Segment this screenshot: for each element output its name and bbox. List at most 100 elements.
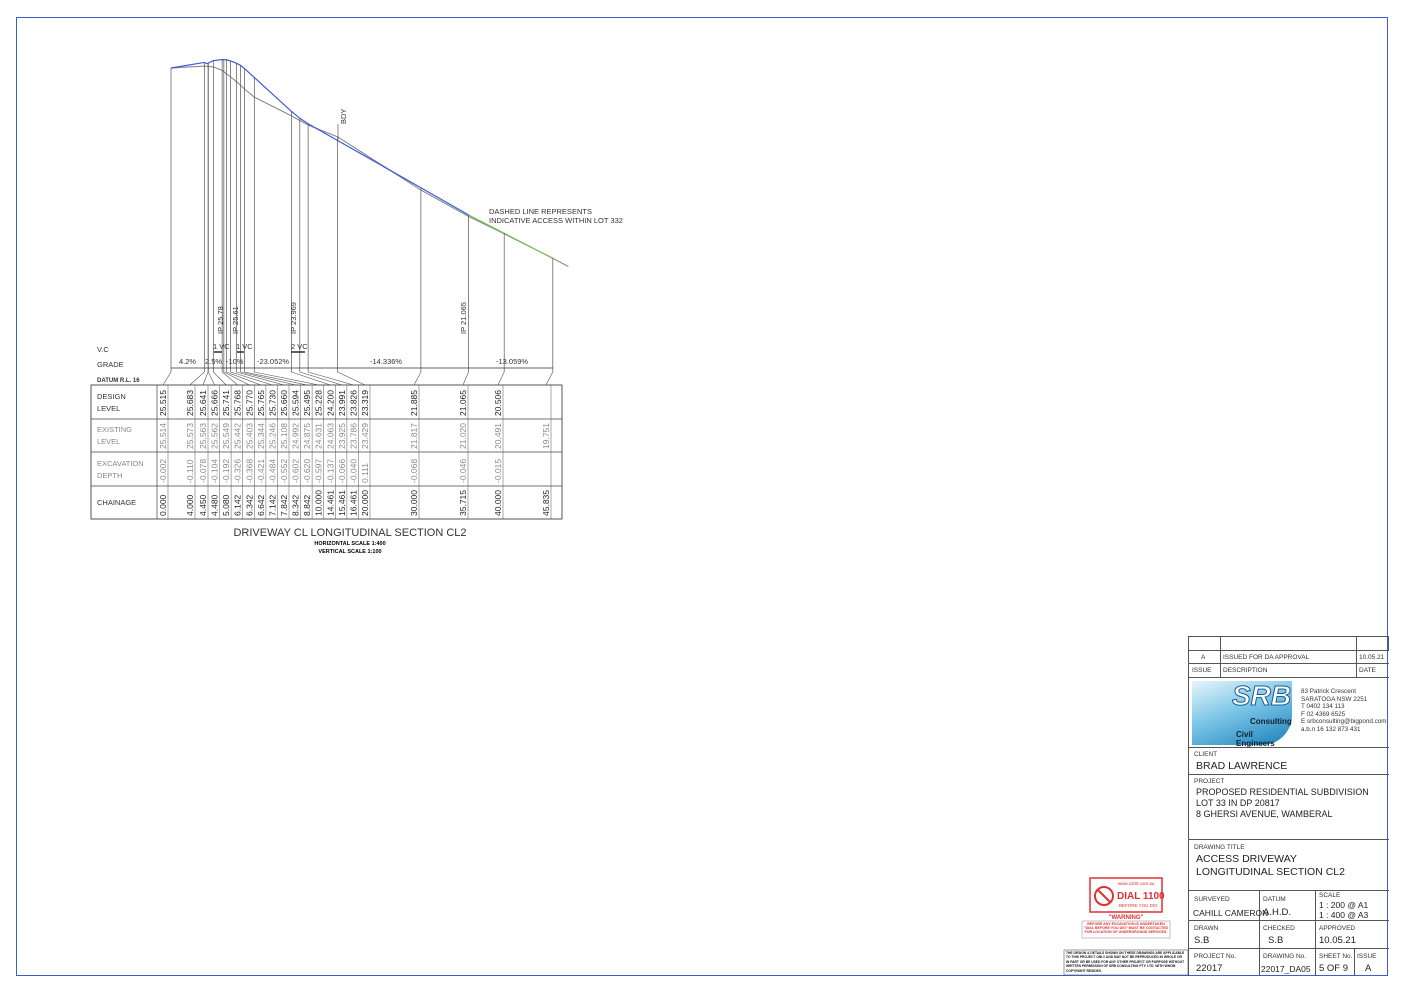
grade-label: -13.059% bbox=[496, 357, 528, 366]
drawing-title-label: DRAWING TITLE bbox=[1194, 844, 1245, 851]
project-line: PROPOSED RESIDENTIAL SUBDIVISION bbox=[1196, 787, 1369, 797]
logo-line-2: Civil Engineers bbox=[1236, 730, 1275, 748]
station-leader bbox=[189, 371, 205, 386]
no-dig-icon bbox=[1094, 886, 1114, 906]
excavation-depth-value: -0.192 bbox=[221, 459, 231, 483]
drawing-title-line: LONGITUDINAL SECTION CL2 bbox=[1196, 866, 1345, 878]
grade-label: -10% bbox=[226, 357, 244, 366]
ip-label: IP 25.78 bbox=[216, 306, 225, 334]
chainage-value: 8.842 bbox=[302, 494, 312, 516]
project-number-row: PROJECT No. 22017 DRAWING No. 22017_DA05… bbox=[1189, 948, 1389, 976]
drawing-no-label: DRAWING No. bbox=[1263, 953, 1307, 960]
existing-level-value: 24.875 bbox=[302, 423, 312, 449]
existing-level-value: 24.063 bbox=[325, 423, 335, 449]
existing-level-value: 25.549 bbox=[221, 423, 231, 449]
design-level-value: 21.065 bbox=[458, 390, 468, 416]
email: E srbconsulting@bigpond.com bbox=[1301, 718, 1387, 726]
horizontal-scale: HORIZONTAL SCALE 1:400 bbox=[314, 541, 385, 547]
datum-label: DATUM bbox=[1263, 896, 1286, 903]
scale-a1: 1 : 200 @ A1 bbox=[1319, 900, 1369, 910]
address-line: 83 Patrick Crescent bbox=[1301, 688, 1356, 695]
drawn-row: DRAWN S.B CHECKED S.B APPROVED 10.05.21 bbox=[1189, 920, 1389, 948]
excavation-depth-value: -0.066 bbox=[337, 459, 347, 483]
excavation-depth-value: -0.110 bbox=[185, 459, 195, 483]
excavation-depth-value: -0.620 bbox=[302, 459, 312, 483]
warning-before: BEFORE YOU DIG bbox=[1119, 903, 1158, 908]
design-level-value: 23.991 bbox=[337, 390, 347, 416]
excavation-depth-value: -0.602 bbox=[291, 459, 301, 483]
chainage-value: 6.142 bbox=[233, 494, 243, 516]
design-level-value: 25.594 bbox=[291, 390, 301, 416]
warning-url: www.1100.com.au bbox=[1118, 881, 1155, 886]
design-level-value: 25.228 bbox=[314, 390, 324, 416]
existing-level-value: 25.403 bbox=[244, 423, 254, 449]
revision-row-empty bbox=[1189, 636, 1389, 650]
station-leader bbox=[230, 371, 273, 386]
excavation-depth-value: 0.111 bbox=[360, 463, 370, 483]
vc-label: 1 VC bbox=[213, 342, 230, 351]
design-level-value: 25.683 bbox=[185, 390, 195, 416]
revision-row: A ISSUED FOR DA APPROVAL 10.05.21 bbox=[1189, 650, 1389, 663]
design-level-value: 24.200 bbox=[325, 390, 335, 416]
existing-level-value: 25.344 bbox=[256, 423, 266, 449]
note-line-2: INDICATIVE ACCESS WITHIN LOT 332 bbox=[489, 216, 623, 225]
design-level-value: 25.660 bbox=[279, 390, 289, 416]
station-leader bbox=[202, 371, 209, 386]
ip-label: IP 21.065 bbox=[459, 302, 468, 334]
approved-value: 10.05.21 bbox=[1319, 935, 1356, 946]
abn: a.b.n 16 132 873 431 bbox=[1301, 725, 1361, 733]
existing-level-value: 25.246 bbox=[267, 423, 277, 449]
design-level-value: 25.666 bbox=[210, 390, 220, 416]
station-leader bbox=[545, 371, 554, 386]
existing-level-value: 19.751 bbox=[541, 423, 551, 449]
design-level-value: 25.641 bbox=[198, 390, 208, 416]
existing-level-value: 23.429 bbox=[360, 423, 370, 449]
checked-label: CHECKED bbox=[1263, 925, 1295, 932]
excavation-depth-value: -0.484 bbox=[267, 459, 277, 483]
project-no-value: 22017 bbox=[1196, 963, 1223, 974]
chainage-value: 40.000 bbox=[493, 490, 503, 516]
drawn-value: S.B bbox=[1194, 935, 1210, 946]
chainage-value: 6.642 bbox=[256, 494, 266, 516]
station-leader bbox=[299, 371, 342, 386]
address-line: SARATOGA NSW 2251 bbox=[1301, 695, 1368, 703]
row-label-chainage: CHAINAGE bbox=[97, 498, 136, 507]
project-block: PROJECT PROPOSED RESIDENTIAL SUBDIVISION… bbox=[1189, 774, 1389, 839]
existing-level-value: 25.108 bbox=[279, 423, 289, 449]
existing-level-value: 25.573 bbox=[185, 423, 195, 449]
existing-level-value: 24.992 bbox=[291, 423, 301, 449]
station-leader bbox=[208, 371, 215, 386]
chainage-value: 7.142 bbox=[267, 494, 277, 516]
revision-description: ISSUED FOR DA APPROVAL bbox=[1223, 654, 1310, 661]
excavation-depth-value: -0.368 bbox=[244, 459, 254, 483]
header-description: DESCRIPTION bbox=[1223, 667, 1268, 674]
existing-level-value: 23.925 bbox=[337, 423, 347, 449]
station-leader bbox=[413, 371, 422, 386]
logo-line-1: Consulting bbox=[1250, 717, 1292, 726]
dial-before-you-dig-stamp: www.1100.com.au DIAL 1100 BEFORE YOU DIG… bbox=[1063, 877, 1189, 976]
row-label-design-2: LEVEL bbox=[97, 404, 120, 413]
vertical-scale: VERTICAL SCALE 1:100 bbox=[318, 549, 381, 555]
issue-label: ISSUE bbox=[1357, 953, 1377, 960]
project-no-label: PROJECT No. bbox=[1194, 953, 1237, 960]
grade-label: -23.052% bbox=[257, 357, 289, 366]
station-leader bbox=[308, 371, 354, 386]
chainage-value: 6.342 bbox=[244, 494, 254, 516]
client-label: CLIENT bbox=[1194, 751, 1218, 758]
drawing-title-line: ACCESS DRIVEWAY bbox=[1196, 853, 1297, 865]
station-leader bbox=[497, 371, 505, 386]
excavation-depth-value: -0.597 bbox=[314, 459, 324, 483]
client-block: CLIENT BRAD LAWRENCE bbox=[1189, 747, 1389, 774]
project-label: PROJECT bbox=[1194, 778, 1225, 785]
design-level-value: 25.515 bbox=[158, 390, 168, 416]
design-level-value: 25.730 bbox=[267, 390, 277, 416]
vc-label: 2 VC bbox=[291, 342, 308, 351]
station-leader bbox=[244, 371, 308, 386]
datum-value: A.H.D. bbox=[1263, 907, 1291, 918]
company-address: 83 Patrick Crescent SARATOGA NSW 2251 T … bbox=[1301, 688, 1387, 734]
chainage-value: 15.461 bbox=[337, 490, 347, 516]
design-level-value: 25.770 bbox=[244, 390, 254, 416]
station-leader bbox=[221, 371, 238, 386]
station-leader bbox=[236, 371, 285, 386]
